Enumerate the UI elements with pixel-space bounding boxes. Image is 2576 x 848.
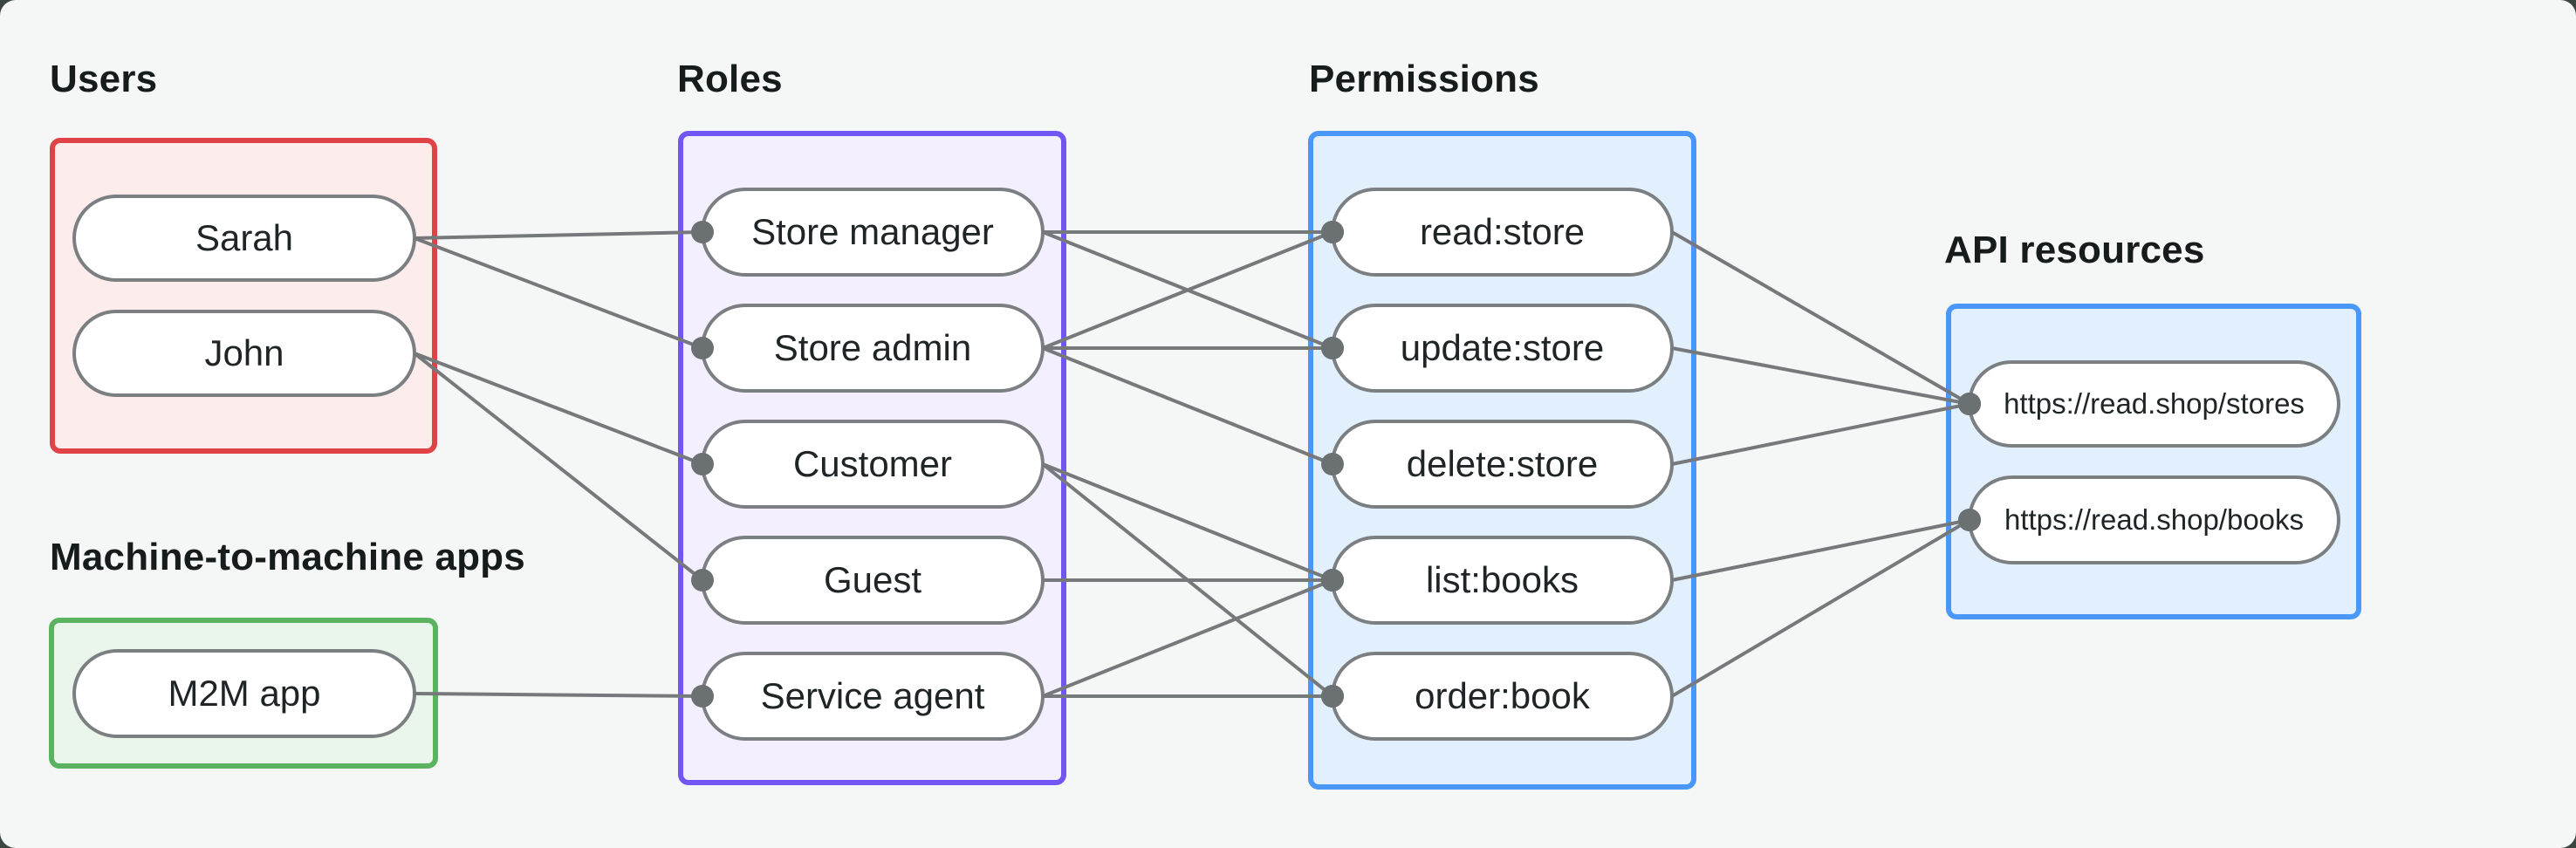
edge-store-admin-to-read-store (1042, 230, 1333, 350)
edge-read-store-to-stores (1670, 230, 1971, 406)
node-api-books: https://read.shop/books (1968, 475, 2340, 564)
edge-customer-to-list-books (1042, 462, 1333, 582)
edge-sarah-to-store-admin (414, 236, 703, 350)
users-heading: Users (50, 58, 158, 100)
edge-update-store-to-stores (1671, 346, 1970, 406)
roles-heading: Roles (677, 58, 783, 100)
node-m2m-app: M2M app (72, 649, 416, 738)
node-user-sarah: Sarah (72, 195, 416, 282)
users-group-box (50, 138, 437, 454)
edge-store-manager-to-update-store (1042, 230, 1333, 350)
m2m-heading: Machine-to-machine apps (50, 536, 525, 578)
edge-store-admin-to-delete-store (1042, 346, 1333, 466)
edge-customer-to-order-book (1041, 462, 1334, 698)
node-role-store-manager: Store manager (701, 188, 1045, 277)
node-permission-list-books: list:books (1331, 536, 1674, 625)
api-resources-heading: API resources (1944, 229, 2205, 271)
api-resources-group-box (1946, 304, 2361, 619)
edge-delete-store-to-stores (1671, 402, 1970, 466)
node-api-stores: https://read.shop/stores (1968, 360, 2340, 448)
edge-order-book-to-books (1670, 518, 1971, 698)
node-role-store-admin: Store admin (701, 304, 1045, 393)
node-permission-update-store: update:store (1331, 304, 1674, 393)
node-user-john: John (72, 310, 416, 397)
node-permission-delete-store: delete:store (1331, 420, 1674, 509)
edge-service-agent-to-list-books (1042, 578, 1333, 698)
edge-john-to-customer (414, 352, 703, 466)
edge-list-books-to-books (1671, 518, 1970, 582)
node-permission-read-store: read:store (1331, 188, 1674, 277)
edge-m2m-app-to-service-agent (414, 692, 703, 698)
node-role-customer: Customer (701, 420, 1045, 509)
edge-sarah-to-store-manager (414, 230, 703, 240)
node-role-service-agent: Service agent (701, 652, 1045, 741)
permissions-heading: Permissions (1309, 58, 1539, 100)
node-permission-order-book: order:book (1331, 652, 1674, 741)
node-role-guest: Guest (701, 536, 1045, 625)
